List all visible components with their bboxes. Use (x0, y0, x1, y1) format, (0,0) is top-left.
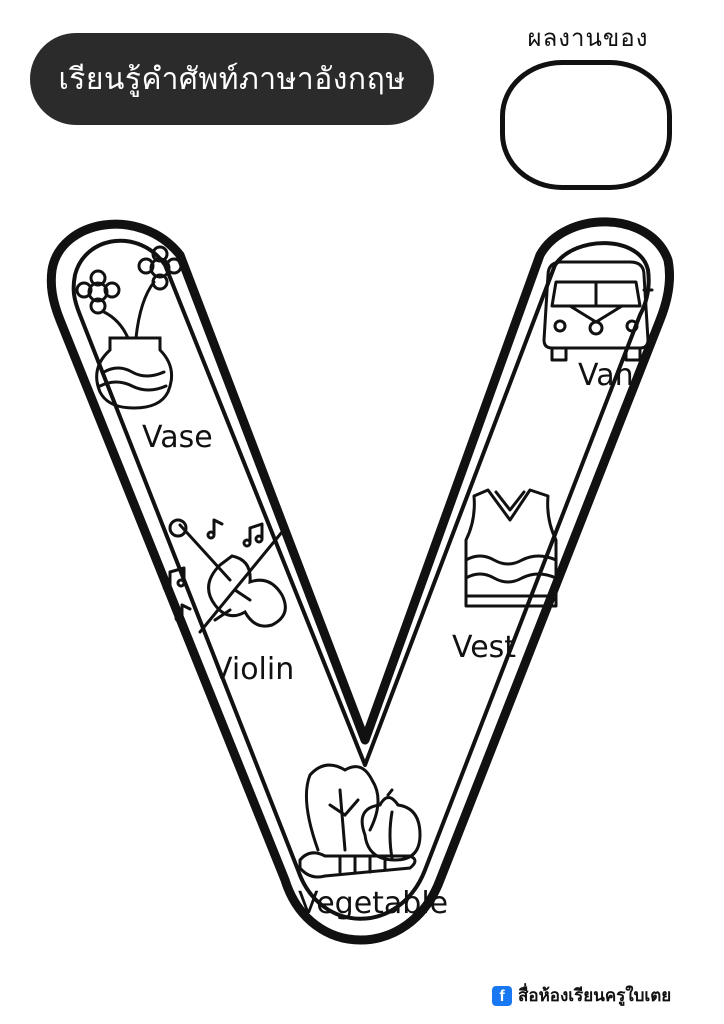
name-box (500, 60, 672, 190)
word-violin: Violin (212, 652, 295, 687)
vase-icon (75, 245, 183, 410)
facebook-icon: f (492, 985, 512, 1006)
violin-icon (162, 518, 287, 634)
worksheet-title: เรียนรู้คำศัพท์ภาษาอังกฤษ (30, 33, 434, 125)
vegetable-icon (298, 763, 422, 879)
name-box-label: ผลงานของ (527, 24, 649, 52)
van-icon (542, 260, 654, 362)
word-van: Van (578, 358, 634, 393)
vest-icon (464, 488, 558, 608)
word-vegetable: Vegetable (298, 886, 449, 921)
word-vest: Vest (452, 630, 517, 665)
word-vase: Vase (142, 420, 213, 455)
credit-text: สื่อห้องเรียนครูใบเตย (518, 986, 672, 1006)
title-text: เรียนรู้คำศัพท์ภาษาอังกฤษ (58, 61, 406, 97)
page-credit[interactable]: f สื่อห้องเรียนครูใบเตย (492, 982, 671, 1009)
